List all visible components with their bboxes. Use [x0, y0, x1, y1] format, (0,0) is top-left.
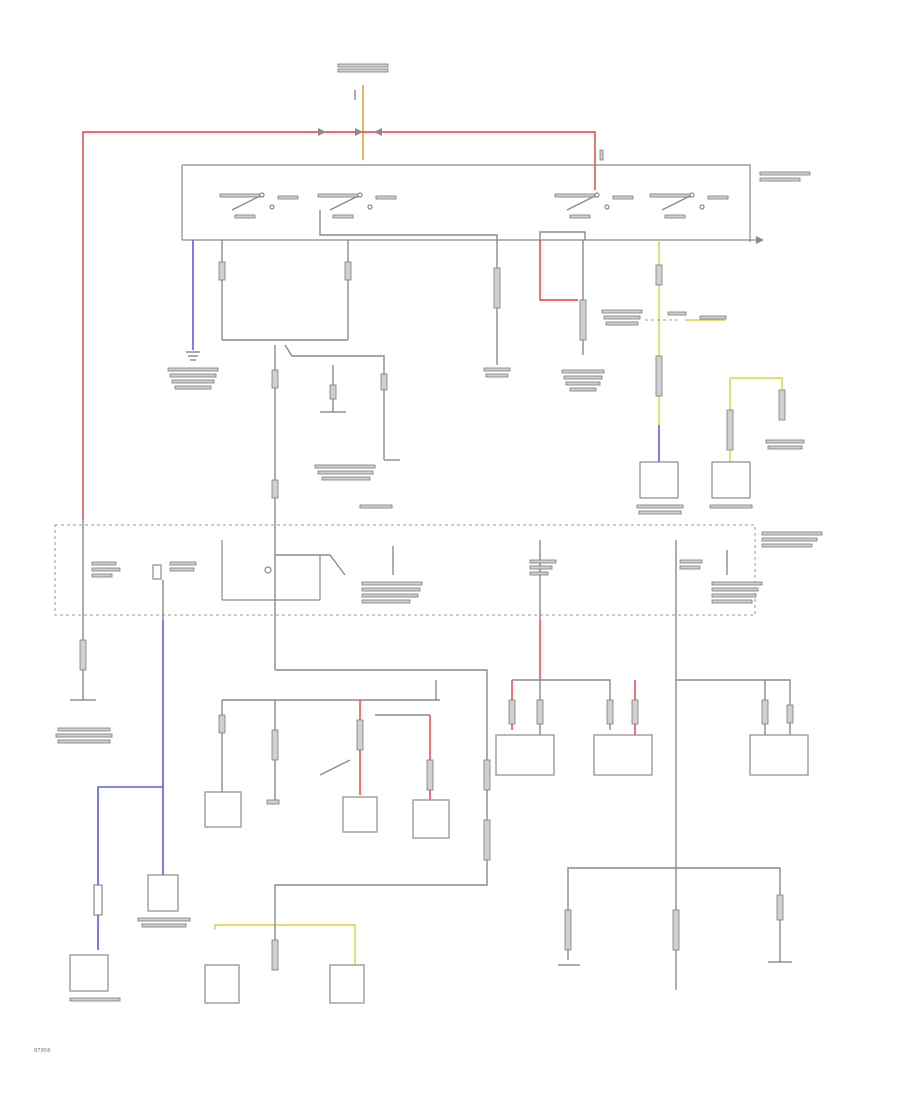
switch-contact-3: [554, 192, 634, 219]
fuse-relay-box: [54, 520, 823, 620]
switch-contact-2: [317, 192, 397, 219]
ignition-switch: [181, 164, 811, 244]
switch-contact-4: [649, 192, 729, 219]
top-power-feed: [82, 63, 604, 520]
lower-right-circuits: [495, 620, 809, 990]
upper-drop-wires: [167, 240, 805, 530]
switch-contact-1: [219, 192, 299, 219]
lower-center-circuits: [204, 620, 491, 1004]
diagram-code: 87050: [34, 1048, 51, 1054]
lower-left-circuits: [55, 620, 191, 1002]
